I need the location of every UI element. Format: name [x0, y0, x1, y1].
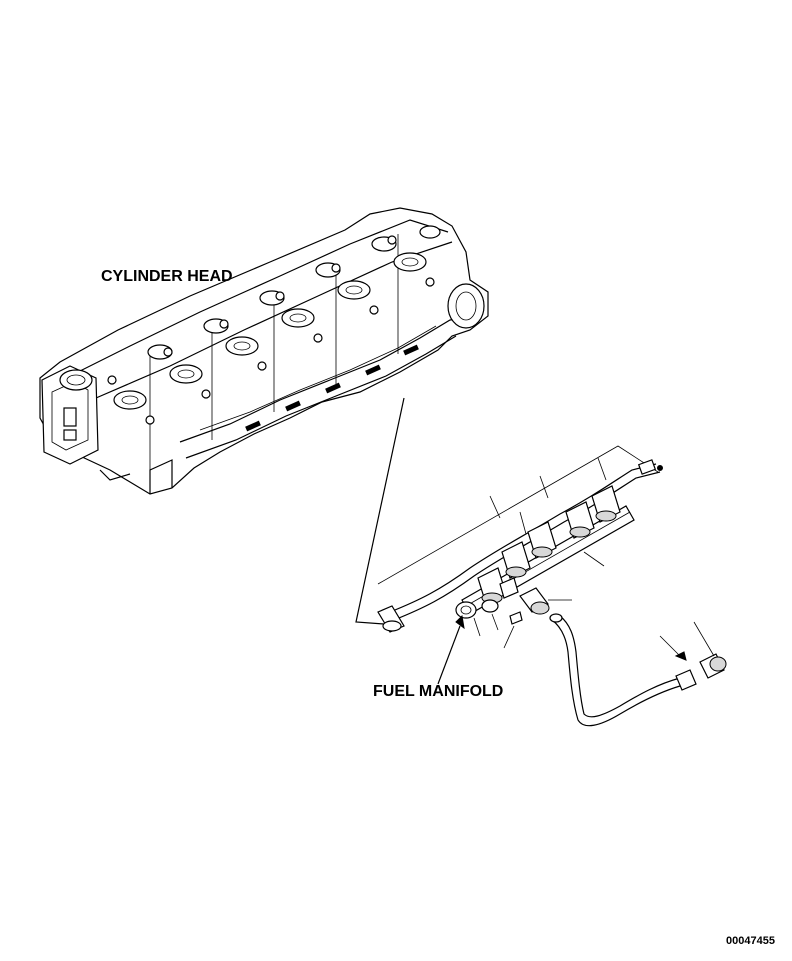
- cylinder-head-label: CYLINDER HEAD: [101, 268, 233, 285]
- fuel-manifold-leader-line: [437, 625, 461, 685]
- cylinder-head-illustration: [39, 207, 489, 495]
- cylinder-head-leader-line: [355, 397, 405, 625]
- fuel-supply-tube-illustration: [549, 613, 727, 727]
- fuel-manifold-illustration: [377, 445, 663, 649]
- figure-id-label: 00047455: [726, 935, 775, 947]
- fuel-manifold-label: FUEL MANIFOLD: [373, 683, 504, 700]
